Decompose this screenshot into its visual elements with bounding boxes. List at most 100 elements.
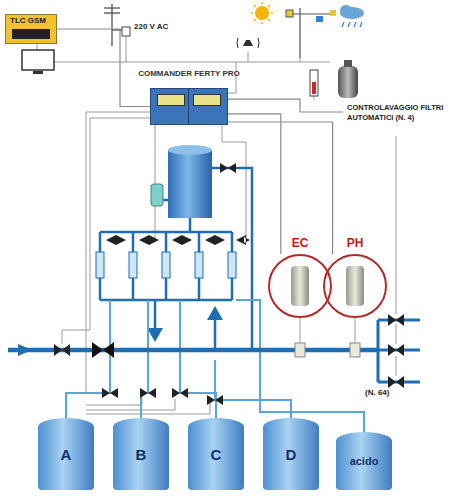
tank-valves — [102, 388, 223, 405]
flow-meter — [162, 252, 170, 278]
siren — [243, 40, 253, 46]
signal-wire — [314, 96, 315, 100]
flow-meter — [129, 252, 137, 278]
tank-label: D — [286, 446, 297, 463]
suction-lines — [66, 300, 364, 432]
meter-label: EC — [268, 236, 332, 250]
signal-wire — [222, 125, 246, 242]
valve — [388, 376, 404, 388]
signal-wire — [86, 399, 142, 405]
suction-line — [66, 300, 110, 418]
filter-cap — [344, 60, 352, 67]
signal-wire — [126, 36, 127, 62]
acid-tank: acido — [336, 432, 392, 490]
rain — [342, 22, 362, 27]
probe-cable — [300, 318, 355, 344]
pipe — [100, 232, 232, 300]
signal-wire — [86, 399, 175, 410]
controller-cabinet — [150, 88, 228, 125]
rain-cloud — [340, 5, 364, 27]
signal-cable — [228, 114, 281, 254]
flow-meter — [96, 252, 104, 278]
mixing-tank — [168, 150, 212, 218]
modem-screen — [12, 29, 50, 39]
thermometer — [310, 70, 318, 96]
label-text: 220 V AC — [134, 22, 168, 31]
controller-panel: COMMANDER FERTY PRO — [134, 68, 244, 125]
computer-monitor — [22, 50, 54, 70]
ec-probe — [291, 266, 309, 306]
flow-meters — [96, 252, 236, 278]
flow-arrow — [207, 306, 223, 320]
fertilizer-tank: B — [113, 418, 169, 490]
monitor-stand — [33, 71, 43, 74]
pole — [111, 4, 112, 46]
tank-label: A — [61, 446, 72, 463]
filter-body — [338, 66, 358, 98]
mast — [299, 8, 300, 58]
signal-wire — [300, 58, 301, 62]
valve — [388, 344, 404, 356]
meter-label: PH — [323, 236, 387, 250]
sun — [255, 6, 269, 20]
valve — [54, 344, 70, 356]
signal-cable — [228, 122, 333, 254]
solenoid-valve — [139, 235, 159, 245]
weather-station — [290, 8, 336, 58]
signal-wire — [86, 399, 210, 414]
pipe — [214, 318, 217, 348]
automatic-filter — [338, 60, 358, 98]
thermometer-fill — [312, 82, 316, 94]
ph-probe — [346, 266, 364, 306]
pipe-sensor — [295, 343, 305, 357]
pipe — [154, 300, 157, 330]
signal-wire — [62, 240, 90, 344]
controller-title: COMMANDER FERTY PRO — [134, 68, 244, 79]
power-pole — [104, 4, 122, 46]
sensor — [316, 16, 323, 22]
solenoid-valve — [106, 235, 126, 245]
solenoid-valve — [205, 235, 225, 245]
signal-wire — [396, 324, 397, 344]
solenoid-valve — [236, 235, 250, 245]
valve — [102, 388, 118, 398]
ph-meter: PH — [323, 236, 387, 318]
signal-wire — [396, 356, 397, 376]
modem-box: TLC GSM — [5, 14, 57, 44]
siren-waves — [237, 38, 259, 48]
tank-label: B — [136, 446, 147, 463]
display — [157, 94, 185, 106]
suction-line — [236, 300, 364, 432]
fertilizer-tank: C — [188, 418, 244, 490]
power-box — [122, 27, 130, 36]
pump — [151, 184, 163, 206]
filter-label: CONTROLAVAGGIO FILTRI AUTOMATICI (N. 4) — [343, 103, 447, 123]
tank-label: acido — [350, 455, 379, 467]
cloud — [340, 5, 352, 15]
signal-wire — [40, 62, 330, 63]
sun-icon — [251, 2, 273, 24]
sun-rays — [251, 2, 273, 24]
solenoid-valve — [220, 163, 236, 173]
ec-meter: EC — [268, 236, 332, 318]
mast-arm — [290, 13, 336, 14]
signal-cable — [228, 99, 343, 112]
signal-wires — [37, 36, 396, 414]
signal-wire — [396, 136, 397, 314]
sensor — [286, 10, 293, 17]
pipe — [189, 218, 192, 232]
signal-wire — [248, 52, 249, 62]
valve — [140, 388, 156, 398]
pole-arm — [104, 12, 120, 13]
pole-arm — [104, 7, 120, 8]
tank-label: C — [211, 446, 222, 463]
fertilizer-tank: A — [38, 418, 94, 490]
solenoid-valve — [172, 235, 192, 245]
label-text: (N. 64) — [365, 388, 389, 397]
valves — [106, 163, 250, 245]
pipe — [212, 168, 252, 348]
suction-line — [215, 360, 291, 418]
flow-meter — [228, 252, 236, 278]
outlet-valves — [388, 314, 404, 388]
